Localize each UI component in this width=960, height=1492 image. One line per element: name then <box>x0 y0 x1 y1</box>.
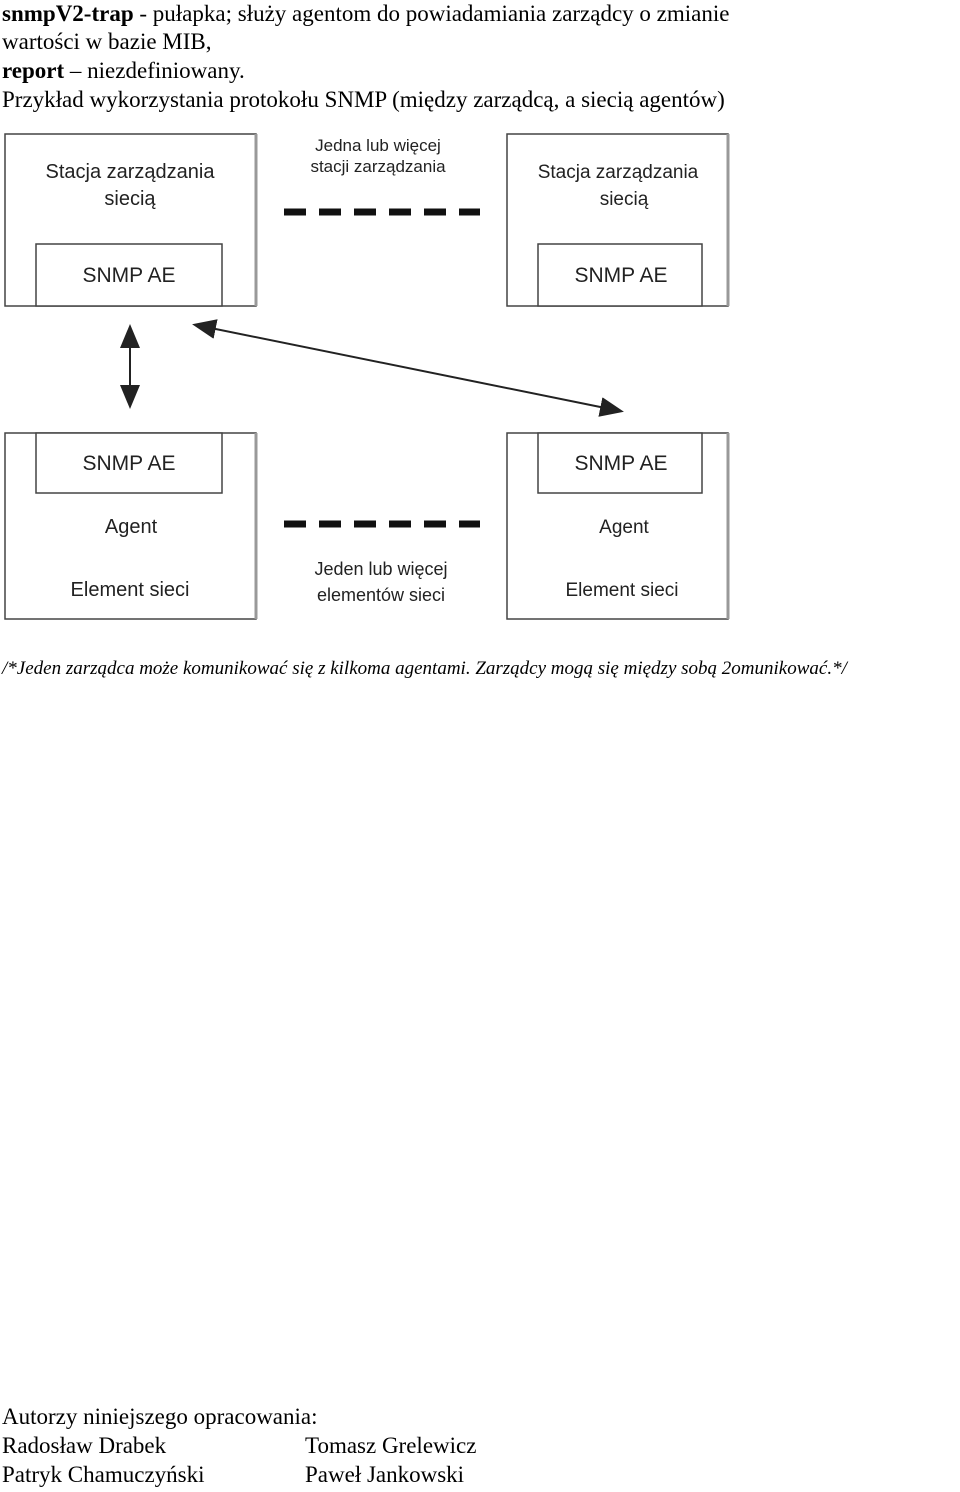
agent-right-ae: SNMP AE <box>575 452 668 475</box>
agent-left-ae-box <box>35 432 223 494</box>
manager-station-right: Stacja zarządzania siecią SNMP AE <box>506 133 730 307</box>
trap-description: - pułapka; służy agentom do powiadamiani… <box>133 1 730 26</box>
manager-left-title-2: siecią <box>104 188 156 210</box>
manager-right-ae: SNMP AE <box>575 264 668 287</box>
trap-definition: snmpV2-trap - pułapka; służy agentom do … <box>2 0 729 28</box>
snmp-architecture-diagram: Stacja zarządzania siecią SNMP AE Jedna … <box>4 133 730 620</box>
authors-title: Autorzy niniejszego opracowania: <box>2 1404 318 1429</box>
manager-right-ae-box <box>537 243 703 307</box>
network-element-right: SNMP AE Agent Element sieci <box>506 432 730 620</box>
agent-right-agent: Agent <box>599 517 649 538</box>
example-heading: Przykład wykorzystania protokołu SNMP (m… <box>2 87 725 112</box>
trap-description-cont: wartości w bazie MIB, <box>2 29 212 54</box>
manager-left-title-1: Stacja zarządzania <box>46 161 216 183</box>
report-term: report <box>2 58 65 83</box>
network-element-left: SNMP AE Agent Element sieci <box>4 432 258 620</box>
managers-note-2: stacji zarządzania <box>310 157 446 176</box>
agent-right-element: Element sieci <box>566 580 679 601</box>
author-name: Radosław Drabek <box>2 1433 167 1458</box>
manager-station-left: Stacja zarządzania siecią SNMP AE <box>4 133 258 307</box>
author-name: Patryk Chamuczyński <box>2 1462 205 1487</box>
agent-left-agent: Agent <box>105 516 158 538</box>
agent-left-element: Element sieci <box>71 579 190 601</box>
diagonal-double-arrow <box>192 319 624 417</box>
report-description: – niezdefiniowany. <box>64 58 245 83</box>
managers-note-1: Jedna lub więcej <box>315 136 441 155</box>
diagram-caption: /*Jeden zarządca może komunikować się z … <box>2 658 847 679</box>
agents-note-1: Jeden lub więcej <box>314 559 447 579</box>
trap-term: snmpV2-trap <box>2 1 134 26</box>
manager-right-title-1: Stacja zarządzania <box>538 162 699 183</box>
agents-note-2: elementów sieci <box>317 585 445 605</box>
agent-right-ae-box <box>537 432 703 494</box>
report-definition: report – niezdefiniowany. <box>2 57 245 85</box>
agent-left-ae: SNMP AE <box>83 452 176 475</box>
manager-right-title-2: siecią <box>600 189 649 210</box>
author-name: Tomasz Grelewicz <box>305 1433 477 1458</box>
manager-left-ae-box <box>35 243 223 307</box>
author-name: Paweł Jankowski <box>305 1462 465 1487</box>
manager-left-ae: SNMP AE <box>83 264 176 287</box>
